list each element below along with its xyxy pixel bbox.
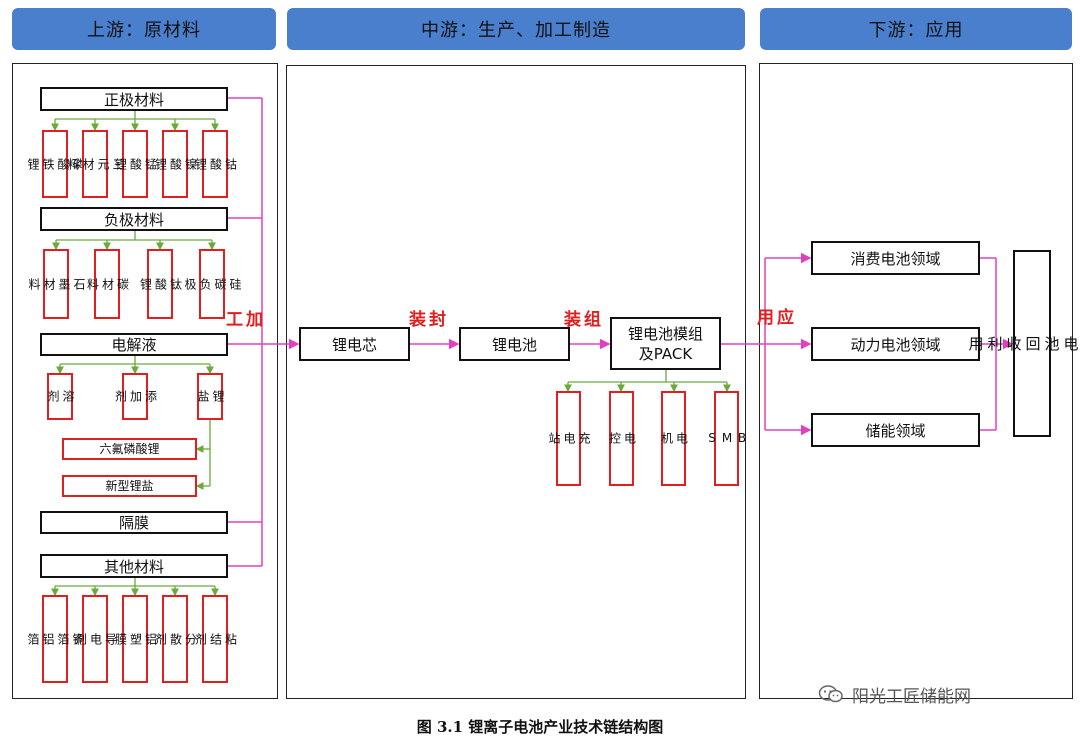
lithium-cell-box: 锂电芯 [299,327,410,361]
electrolyte-item-additive: 添 加 剂 [114,373,158,420]
apply-label: 应 用 [753,308,793,326]
watermark-text: 阳光工匠储能网 [852,686,971,707]
other-item-conductive: 导 电 剂 [74,595,118,683]
battery-recycling-box: 锂 电 池 回 收 利 用 [967,250,1080,437]
consumer-battery-field: 消费电池领域 [811,241,980,275]
cathode-item-lmo: 锰 酸 锂 [114,130,158,198]
watermark: 阳光工匠储能网 [818,681,1050,707]
salt-new-lithium: 新型锂盐 [62,475,197,497]
cathode-item-ternary: 三 元 材 料 [66,130,125,198]
energy-storage-field: 储能领域 [811,413,980,447]
part-electric-control: 电 控 [608,391,637,486]
salt-lipf6: 六氟磷酸锂 [62,438,197,460]
other-material-box: 其他材料 [40,554,228,578]
process-label: 加 工 [222,310,262,328]
part-charging-station: 充 电 站 [547,391,591,486]
cathode-item-lno: 镍 酸 锂 [154,130,198,198]
cathode-material-box: 正极材料 [40,87,228,111]
figure-caption: 图 3.1 锂离子电池产业技术链结构图 [416,718,664,736]
cathode-item-lco: 钴 酸 锂 [194,130,238,198]
electrolyte-box: 电解液 [40,333,228,356]
electrolyte-item-solvent: 溶 剂 [46,373,75,420]
power-battery-field: 动力电池领域 [811,327,980,361]
lithium-battery-box: 锂电池 [459,327,570,361]
header-midstream: 中游：生产、加工制造 [287,8,745,50]
separator-box: 隔膜 [40,511,228,534]
cathode-item-lfp: 磷 酸 铁 锂 [26,130,85,198]
anode-material-box: 负极材料 [40,207,228,231]
anode-item-graphite: 石 墨 材 料 [27,249,86,319]
anode-item-lto: 钛 酸 锂 [139,249,183,319]
other-item-binder: 粘 结 剂 [194,595,238,683]
other-item-pouch-film: 铝 塑 膜 [114,595,158,683]
anode-item-carbon: 碳 材 料 [86,249,130,319]
header-downstream: 下游：应用 [760,8,1072,50]
assemble-label: 组 装 [560,310,600,328]
wechat-icon [818,684,844,704]
battery-module-pack-box: 锂电池模组 及PACK [610,317,721,370]
other-item-foil: 铜 箔 铝 箔 [26,595,85,683]
electrolyte-item-lithium-salt: 锂 盐 [196,373,225,420]
seal-label: 封 装 [405,310,445,328]
part-motor: 电 机 [660,391,689,486]
battery-module-pack-label: 锂电池模组 及PACK [627,324,703,363]
header-upstream: 上游：原材料 [12,8,276,50]
other-item-dispersant: 分 散 剂 [154,595,198,683]
part-bms: B M S [705,391,749,486]
anode-item-silicon-carbon: 硅 碳 负 极 [183,249,242,319]
